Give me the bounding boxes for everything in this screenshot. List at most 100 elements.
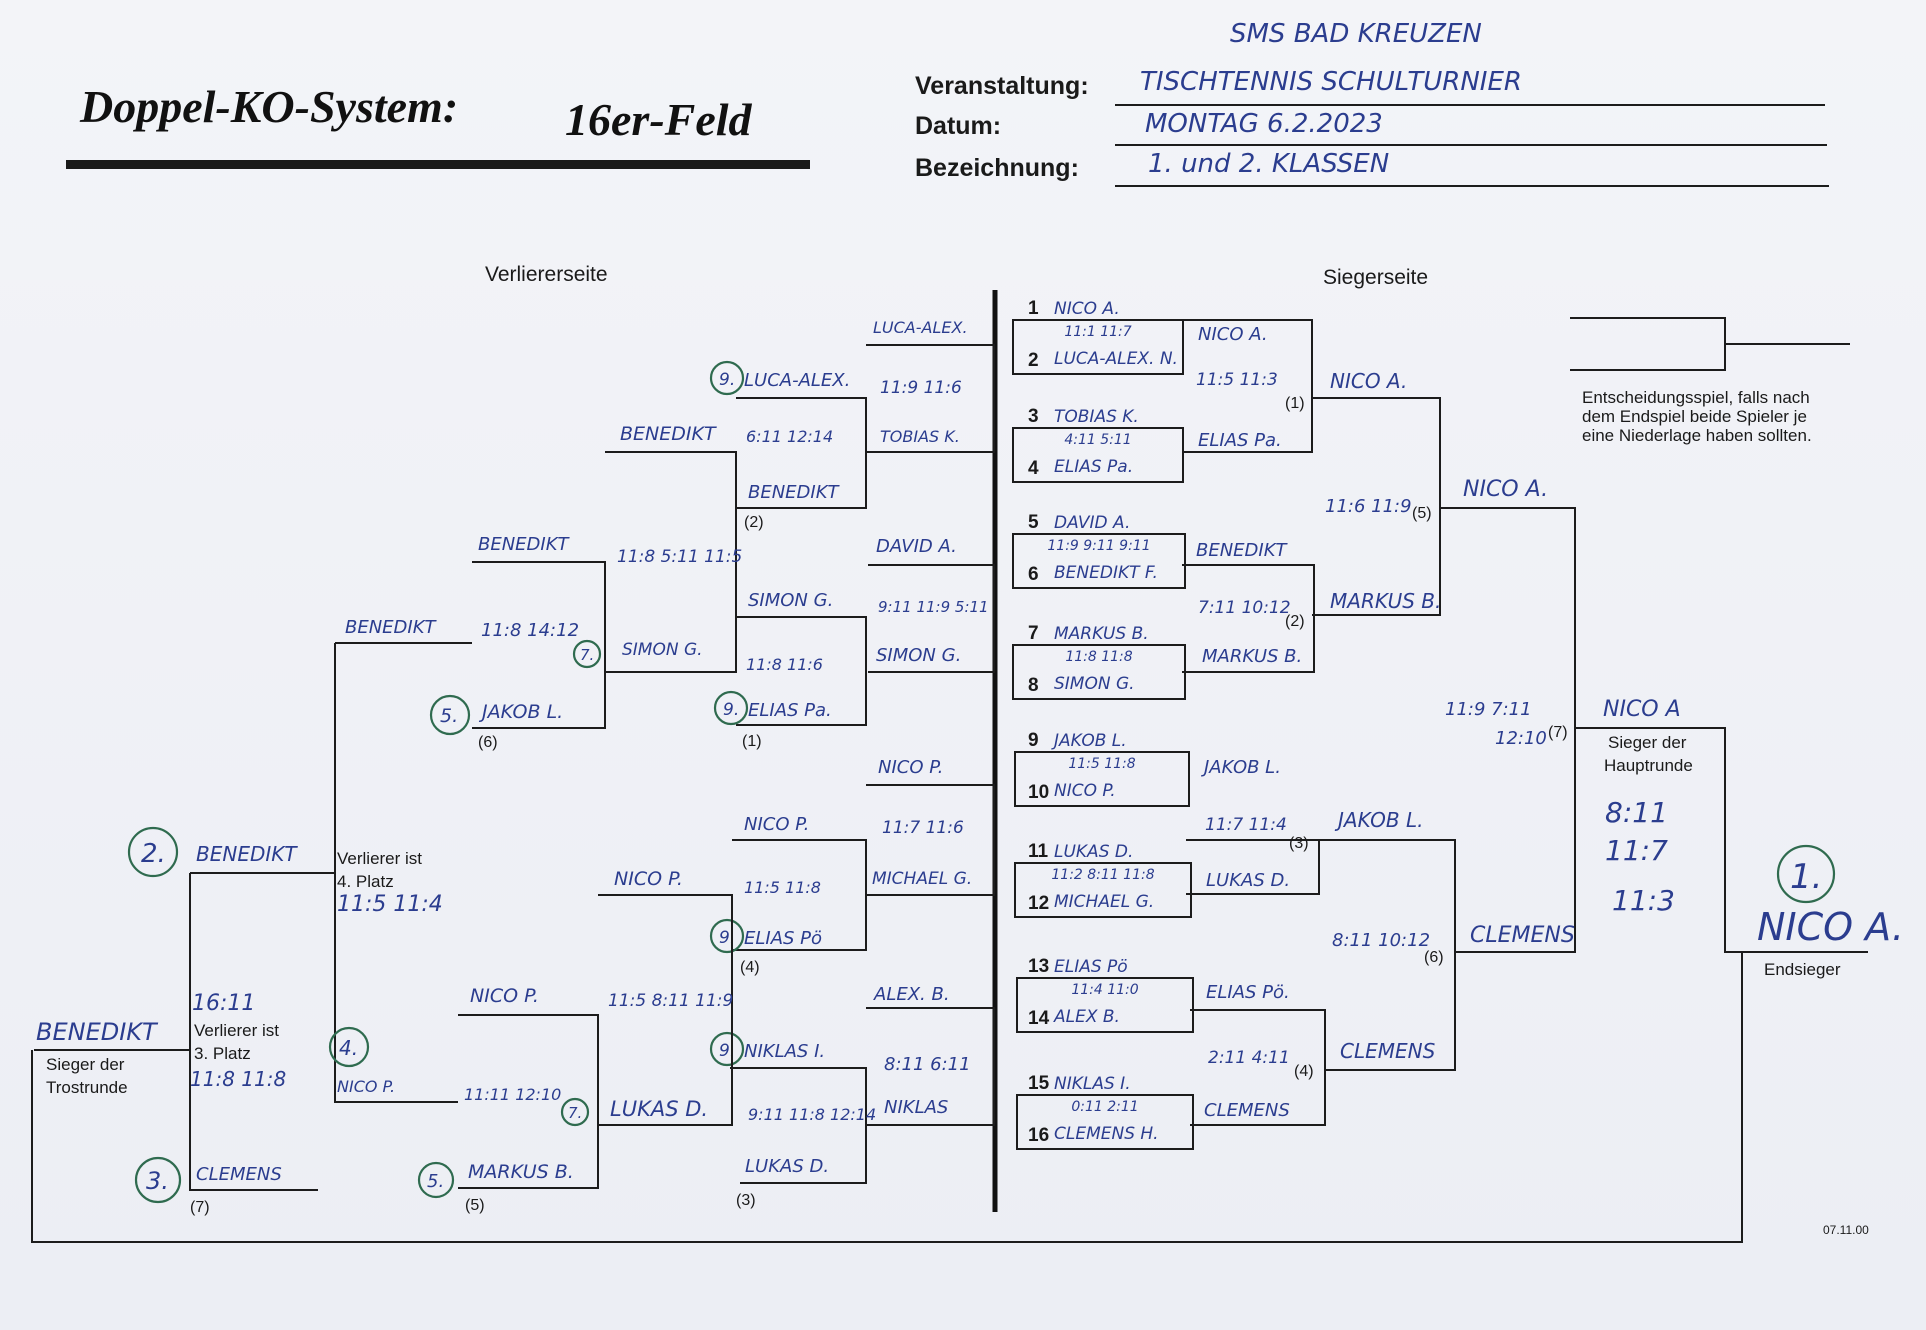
loser-entrant: SIMON G. (748, 590, 833, 611)
loser-entrant: ELIAS Pa. (748, 700, 832, 721)
player-number: 16 (1028, 1125, 1049, 1146)
loser-tag: (1) (742, 733, 762, 750)
wr2-winner-4: CLEMENS (1340, 1039, 1436, 1063)
seed-circle (713, 690, 749, 726)
player-name: NIKLAS I. (1054, 1074, 1131, 1094)
lr1-score-4: 8:11 6:11 (884, 1054, 971, 1075)
match-score: 11:4 11:0 (1071, 982, 1138, 998)
lr5-entrant-1: BENEDIKT (345, 617, 438, 638)
player-number: 4 (1028, 458, 1039, 479)
player-number: 13 (1028, 956, 1049, 977)
player-name: MICHAEL G. (1054, 892, 1154, 912)
seed-circle (709, 1031, 745, 1067)
lr1-top-6: MICHAEL G. (872, 869, 972, 889)
player-name: BENEDIKT F. (1054, 563, 1158, 583)
player-name: ELIAS Pa. (1054, 457, 1133, 477)
seed-number: 9. (723, 700, 739, 720)
lr6-seed-circle-2 (134, 1156, 182, 1204)
match-box (1012, 319, 1184, 375)
lr6-score-b: 11:8 11:8 (190, 1067, 286, 1091)
lr1-bracket-2 (868, 564, 995, 673)
player-name: CLEMENS H. (1054, 1124, 1159, 1144)
consolation-label-1: Sieger der (46, 1055, 125, 1074)
seed-number: 9. (719, 370, 735, 390)
lr6-score-a: 16:11 (192, 991, 255, 1016)
loser-entrant: LUKAS D. (745, 1156, 829, 1177)
wr2-score-1: 11:5 11:3 (1196, 370, 1278, 390)
wf-winner: NICO A (1603, 697, 1681, 722)
wr2-tag-4: (4) (1294, 1063, 1314, 1080)
player-number: 8 (1028, 675, 1039, 696)
player-number: 2 (1028, 350, 1039, 371)
gf-score-1: 8:11 (1605, 796, 1668, 829)
wr2-tag-1: (1) (1285, 395, 1305, 412)
decider-note-2: dem Endspiel beide Spieler je (1582, 407, 1807, 426)
lr3-score-1: 11:8 5:11 11:5 (617, 547, 742, 567)
lr1-top-5: NICO P. (878, 757, 943, 778)
wr2-bracket-4 (1190, 1009, 1326, 1126)
player-name: LUCA-ALEX. N. (1054, 349, 1178, 369)
match-box (1016, 977, 1194, 1033)
wr1-winner-8: CLEMENS (1204, 1100, 1290, 1121)
lr6-seed-2: 3. (146, 1167, 169, 1195)
lr3-seed-circle-2 (572, 639, 602, 669)
lr1-score-1: 11:9 11:6 (880, 378, 962, 398)
lr4-bracket-2 (458, 1014, 599, 1189)
school-name: SMS BAD KREUZEN (1230, 19, 1482, 49)
title-underline (66, 160, 810, 169)
wr3-winner-2: CLEMENS (1470, 923, 1575, 948)
wr3-winner-1: NICO A. (1463, 477, 1548, 502)
lr1-top-8: NIKLAS (884, 1097, 948, 1118)
player-number: 15 (1028, 1073, 1050, 1094)
wr2-score-3: 11:7 11:4 (1205, 815, 1287, 835)
wr3-tag-1: (5) (1412, 505, 1432, 522)
grand-final-frame (31, 951, 1868, 1243)
event-value: TISCHTENNIS SCHULTURNIER (1140, 67, 1522, 97)
title-left: Doppel-KO-System: (79, 81, 458, 132)
third-place-2: 3. Platz (194, 1044, 251, 1063)
loser-tag: (3) (736, 1192, 756, 1209)
fourth-place-2: 4. Platz (337, 872, 394, 891)
loser-score: 6:11 12:14 (746, 427, 833, 446)
loser-side-label: Verliererseite (485, 263, 608, 286)
wf-score-b: 12:10 (1495, 728, 1547, 749)
lr3-entrant-1: BENEDIKT (620, 423, 717, 445)
wr1-winner-4: MARKUS B. (1202, 646, 1302, 667)
gf-score-3: 11:3 (1612, 884, 1675, 917)
loser-score: 11:5 11:8 (744, 878, 821, 897)
wf-score-a: 11:9 7:11 (1445, 699, 1532, 720)
lr5-seed-2: 4. (339, 1036, 358, 1060)
lr4-tag-2: (6) (478, 734, 498, 751)
lr1-bracket-1 (866, 344, 995, 453)
lr4-entrant-1: BENEDIKT (478, 534, 571, 555)
lr5-seed-circle-2 (328, 1026, 370, 1068)
wr3-bracket-1 (1312, 397, 1441, 616)
lr4-seed-circle-4 (417, 1161, 455, 1199)
lr4-tag-4: (5) (465, 1197, 485, 1214)
wr2-bracket-1 (1182, 319, 1313, 453)
player-number: 9 (1028, 730, 1039, 751)
player-name: NICO A. (1054, 299, 1120, 319)
wr1-winner-6: LUKAS D. (1206, 870, 1290, 891)
lr4-entrant-4: MARKUS B. (468, 1161, 574, 1183)
match-score: 0:11 2:11 (1071, 1099, 1138, 1115)
lr3-seed-4: 7. (568, 1104, 582, 1122)
loser-entrant: LUCA-ALEX. (744, 370, 850, 391)
lr4-seed-2: 5. (440, 705, 458, 727)
wr2-tag-2: (2) (1285, 613, 1305, 630)
player-name: LUKAS D. (1054, 842, 1133, 862)
lr3-seed-circle-4 (560, 1097, 590, 1127)
lr1-top-2: TOBIAS K. (880, 427, 960, 446)
event-label: Veranstaltung: (915, 72, 1089, 100)
match-score: 11:1 11:7 (1064, 324, 1131, 340)
third-place-1: Verlierer ist (194, 1021, 279, 1040)
lr5-bracket (334, 642, 472, 1103)
lr6-entrant-1: BENEDIKT (196, 842, 298, 866)
lr4-seed-circle-2 (429, 694, 471, 736)
player-number: 10 (1028, 782, 1049, 803)
gf-score-2: 11:7 (1605, 834, 1668, 867)
wr1-winner-3: BENEDIKT (1196, 540, 1289, 561)
lr4-score-2: 11:11 12:10 (464, 1085, 561, 1104)
